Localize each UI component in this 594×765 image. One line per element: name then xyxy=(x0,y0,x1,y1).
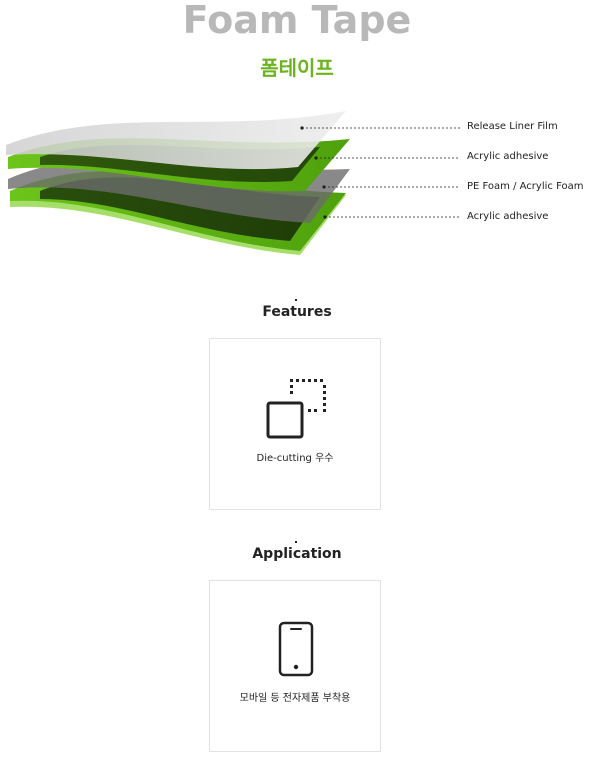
layer-label-release-liner: Release Liner Film xyxy=(467,121,558,132)
feature-label: Die-cutting 우수 xyxy=(256,453,334,464)
section-marker xyxy=(295,541,297,543)
layer-release-liner xyxy=(6,111,346,170)
application-heading: Application xyxy=(252,546,342,562)
die-cutting-icon xyxy=(266,379,326,439)
layer-label-foam: PE Foam / Acrylic Foam xyxy=(467,181,584,192)
layer-label-acrylic-adhesive: Acrylic adhesive xyxy=(467,211,549,222)
leader-dot xyxy=(300,126,304,130)
page-subtitle: 폼테이프 xyxy=(260,56,334,80)
leader-dot xyxy=(323,215,327,219)
leader-dot xyxy=(314,156,318,160)
features-heading: Features xyxy=(262,304,332,320)
layer-stack-illustration xyxy=(6,111,460,255)
layer-diagram: Release Liner Film Acrylic adhesive PE F… xyxy=(0,95,594,275)
leader-dot xyxy=(322,185,326,189)
feature-card: Die-cutting 우수 xyxy=(209,338,381,510)
application-label: 모바일 등 전자제품 부착용 xyxy=(239,693,351,704)
smartphone-icon xyxy=(278,621,314,677)
application-card: 모바일 등 전자제품 부착용 xyxy=(209,580,381,752)
page-title: Foam Tape xyxy=(182,0,412,42)
section-marker xyxy=(295,299,297,301)
layer-label-acrylic-adhesive: Acrylic adhesive xyxy=(467,151,549,162)
